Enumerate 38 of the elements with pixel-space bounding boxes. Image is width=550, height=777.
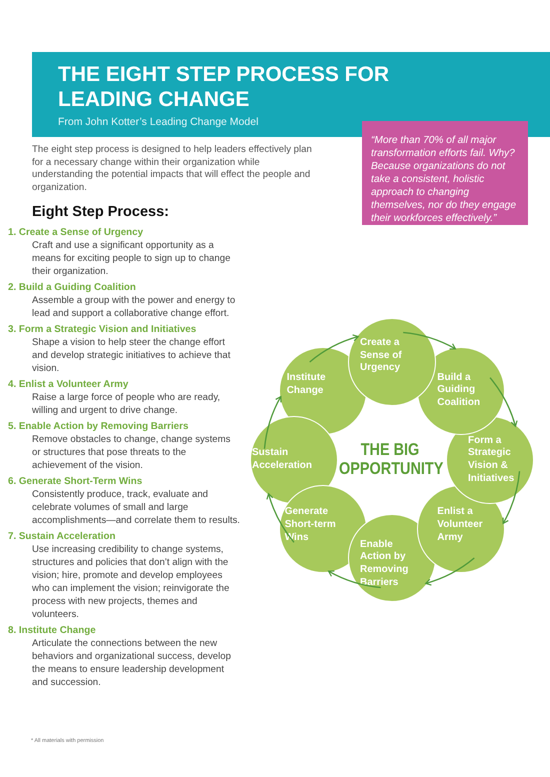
step-description: Remove obstacles to change, change systems or structures that pose threats to the achievement of the vision. [32, 433, 232, 472]
flow-arrow [264, 396, 282, 449]
step-heading: 7. Sustain Acceleration [8, 530, 116, 543]
step-description: Shape a vision to help steer the change effort and develop strategic initiatives to achieve that vision. [32, 336, 232, 375]
step-label: Generate Short-term Wins [284, 506, 337, 544]
flow-arrow [309, 334, 359, 362]
title: THE EIGHT STEP PROCESS FOR LEADING CHANGE [58, 62, 390, 112]
step-heading: 5. Enable Action by Removing Barriers [8, 420, 190, 433]
section-heading: Eight Step Process: [32, 204, 169, 220]
step-label: Form a Strategic Vision & Initiatives [468, 434, 516, 486]
step-description: Consistently produce, track, evaluate and celebrate volumes of small and large accomplishments—and correlate them to results. [32, 488, 240, 527]
step-description: Use increasing credibility to change systems, structures and policies that don’t align with the vision; hire, promote and develop employees who can implement the vision; reinvigorate the process with new projects, themes and volunteers. [32, 543, 230, 621]
step-label: Sustain Acceleration [252, 447, 314, 473]
flow-arrow [403, 332, 456, 350]
step-description: Articulate the connections between the new behaviors and organizational success, develop the means to ensure leadership development and succession. [32, 637, 232, 689]
step-heading: 2. Build a Guiding Coalition [8, 281, 137, 294]
step-label: Create a Sense of Urgency [360, 337, 403, 375]
flow-arrow [266, 493, 294, 543]
intro-paragraph: The eight step process is designed to help leaders effectively plan for a necessary change within their organization while understanding the potential impacts that will effect the people and organization. [32, 144, 313, 194]
flow-arrow [425, 558, 475, 586]
step-heading: 1. Create a Sense of Urgency [8, 226, 144, 239]
step-label: Institute Change [286, 372, 327, 398]
subtitle: From John Kotter’s Leading Change Model [58, 116, 258, 128]
step-heading: 3. Form a Strategic Vision and Initiatives [8, 323, 198, 336]
step-description: Assemble a group with the power and energy to lead and support a collaborative change effort. [32, 294, 236, 320]
step-description: Raise a large force of people who are ready, willing and urgent to drive change. [32, 391, 222, 417]
step-heading: 6. Generate Short-Term Wins [8, 475, 144, 488]
step-heading: 8. Institute Change [8, 624, 97, 637]
quote-box: “More than 70% of all major transformation efforts fail. Why? Because organizations do not take a consistent, holistic approach to changing themselves, nor do they engage their workforces effectively.” [362, 121, 528, 225]
flow-arrow [490, 377, 518, 427]
step-label: Enable Action by Removing Barriers [360, 538, 410, 590]
center-heading: THE BIG OPPORTUNITY [339, 440, 441, 478]
flow-arrow [502, 471, 520, 524]
step-description: Craft and use a significant opportunity as a means for exciting people to sign up to change their organization. [32, 239, 232, 278]
step-heading: 4. Enlist a Volunteer Army [8, 378, 130, 391]
step-label: Build a Guiding Coalition [437, 372, 482, 410]
step-label: Enlist a Volunteer Army [437, 506, 484, 544]
flow-arrow [328, 570, 381, 588]
